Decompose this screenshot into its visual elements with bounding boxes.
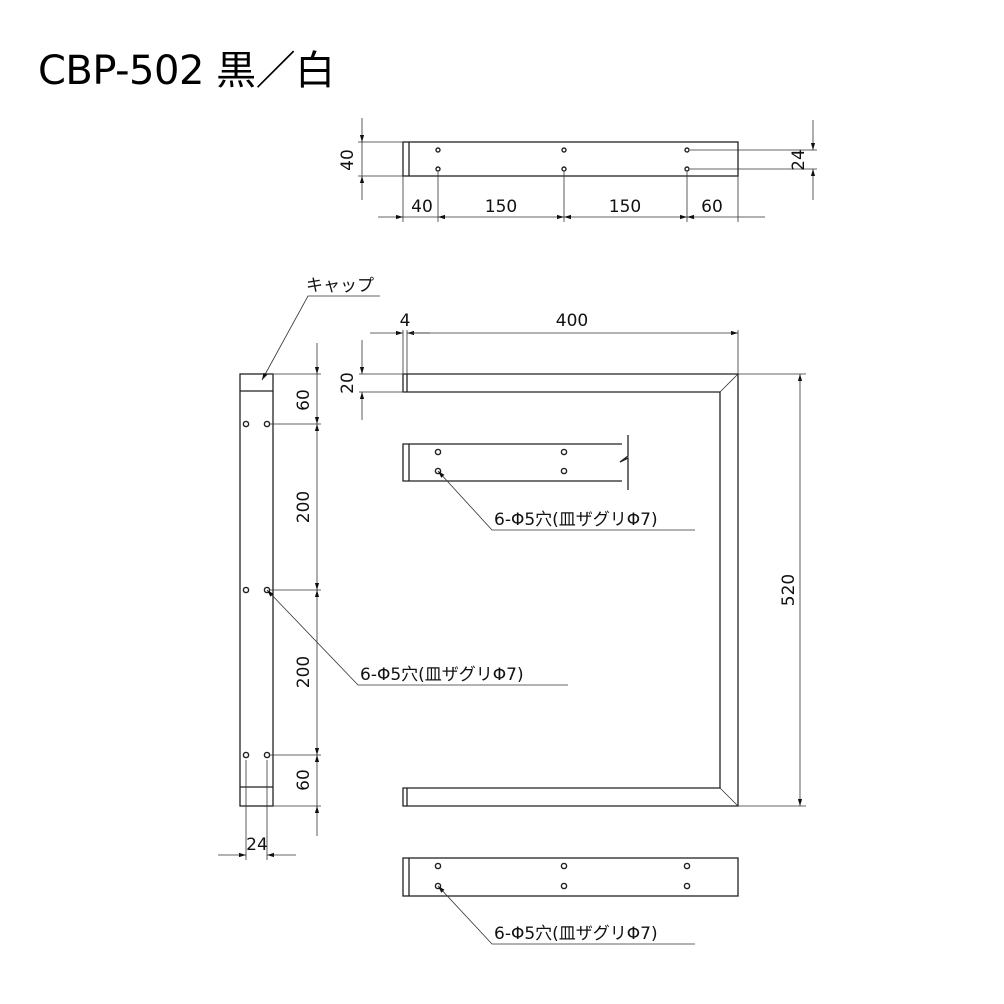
lower-bracket: 6-Φ5穴(皿ザグリΦ7) <box>402 857 739 945</box>
dim-side-width: 24 <box>246 835 268 855</box>
dim-d2: 150 <box>485 197 517 217</box>
top-view-bottom-dims: 40 150 150 60 <box>378 172 765 222</box>
top-view-holes <box>435 147 690 172</box>
dim-side-bottom: 60 <box>294 769 314 791</box>
upper-bracket: 6-Φ5穴(皿ザグリΦ7) <box>402 435 695 531</box>
dim-top-height: 40 <box>338 149 358 171</box>
dim-bar: 20 <box>338 372 358 394</box>
dim-hole-spacing: 24 <box>789 149 809 171</box>
front-view: 4 400 20 520 <box>338 311 806 807</box>
dim-side-mid2: 200 <box>294 656 314 688</box>
dim-d1: 40 <box>411 197 433 217</box>
dim-d3: 150 <box>609 197 641 217</box>
side-view: キャップ 60 200 200 60 24 6-Φ5穴(皿ザグリΦ7) <box>218 276 568 860</box>
top-view: 40 24 40 150 150 60 <box>338 118 817 222</box>
dim-side-top: 60 <box>294 389 314 411</box>
lower-hole-note: 6-Φ5穴(皿ザグリΦ7) <box>494 924 658 944</box>
dim-d4: 60 <box>701 197 723 217</box>
upper-hole-note: 6-Φ5穴(皿ザグリΦ7) <box>494 510 658 530</box>
cap-leader <box>261 295 380 381</box>
drawing-title: CBP-502 黒／白 <box>38 48 335 94</box>
side-view-dims: 60 200 200 60 24 <box>218 343 321 860</box>
dim-depth: 400 <box>556 311 588 331</box>
dim-height: 520 <box>779 574 799 606</box>
dim-thickness: 4 <box>400 311 411 331</box>
break-line <box>619 435 629 490</box>
side-view-holes <box>242 420 271 759</box>
side-hole-note: 6-Φ5穴(皿ザグリΦ7) <box>360 665 524 685</box>
upper-hole-leader <box>437 470 695 531</box>
side-hole-leader <box>266 589 568 686</box>
cap-label: キャップ <box>306 276 374 296</box>
lower-hole-leader <box>437 885 695 945</box>
dim-side-mid1: 200 <box>294 491 314 523</box>
